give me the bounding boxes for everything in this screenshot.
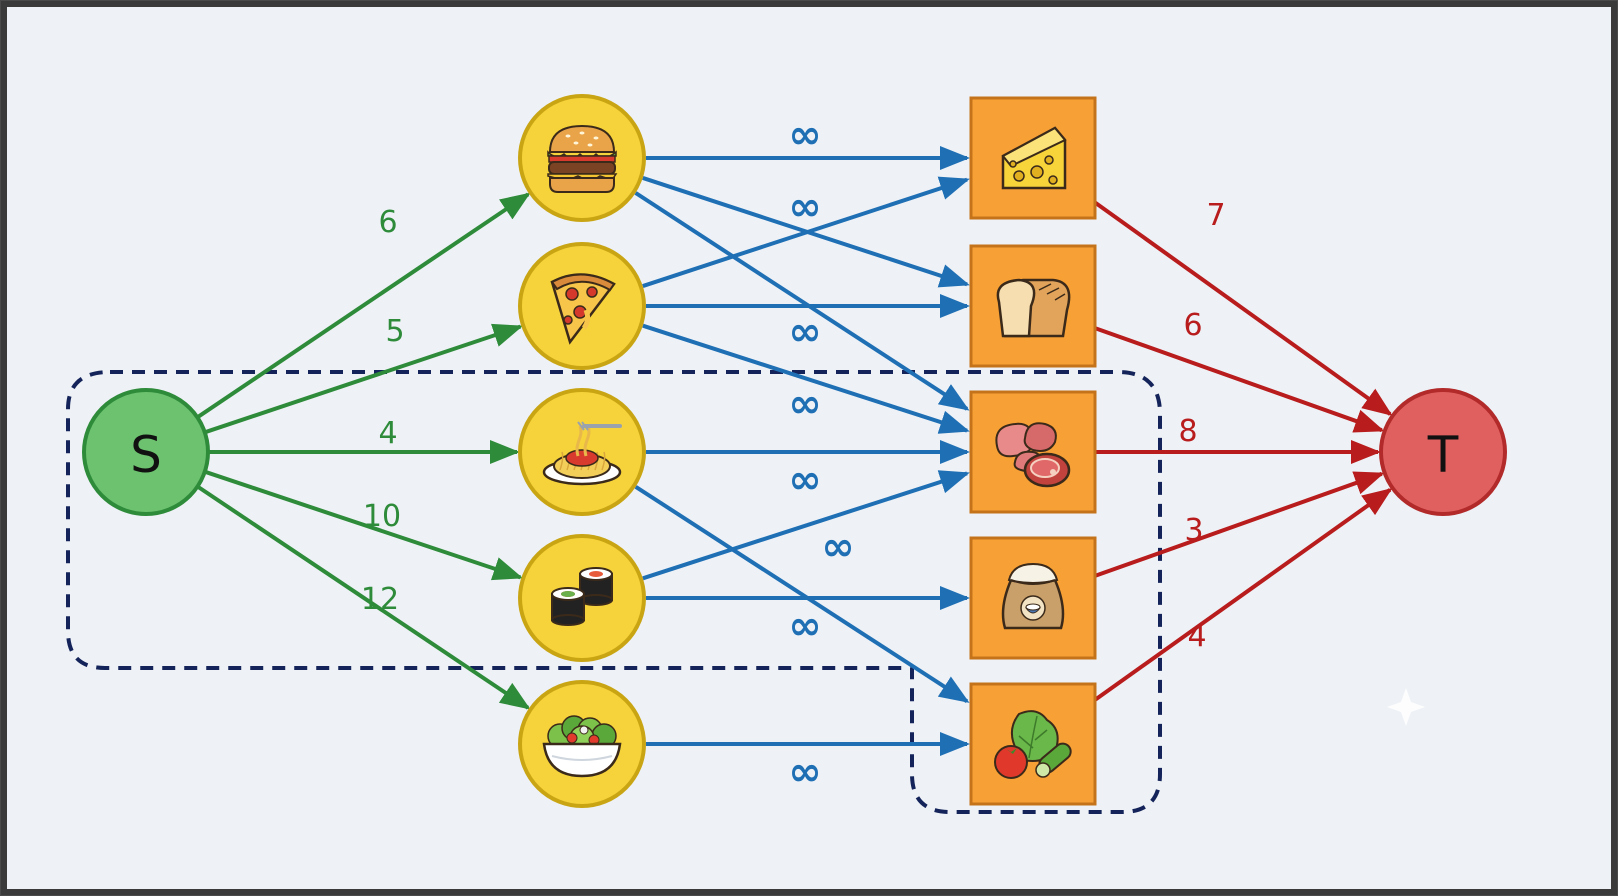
infinity-capacity-label: ∞ [788, 749, 821, 795]
edge-rice-sink [1094, 471, 1385, 578]
meat-icon [995, 422, 1071, 488]
edge-pizza-cheese [642, 176, 970, 288]
edge-source-pizza [204, 323, 524, 435]
infinity-capacity-label: ∞ [788, 184, 821, 230]
edge-capacity-label-cheese-t: 7 [1206, 198, 1225, 233]
edges-layer [196, 146, 1393, 756]
edge-capacity-label-s-salad: 12 [361, 582, 399, 617]
edge-pizza-meat [642, 323, 970, 434]
vegetables-icon [994, 710, 1072, 779]
dish-node-burger [518, 94, 646, 222]
edge-source-sushi [204, 469, 524, 581]
ingredient-node-meat [969, 390, 1097, 514]
sparkle-mark [1387, 688, 1425, 726]
infinity-capacity-label: ∞ [788, 112, 821, 158]
infinity-capacity-label: ∞ [788, 603, 821, 649]
rice-sack-icon [1001, 562, 1065, 630]
bread-loaf-icon [996, 278, 1071, 338]
pizza-slice-icon [550, 273, 616, 345]
ingredient-node-vegetables [969, 682, 1097, 806]
dish-node-pizza [518, 242, 646, 370]
infinity-capacity-label: ∞ [788, 309, 821, 355]
sink-node [1379, 388, 1507, 516]
edge-sushi-meat [642, 470, 970, 581]
edge-capacity-label-rice-t: 3 [1184, 513, 1203, 548]
edge-cheese-sink [1093, 200, 1393, 416]
edge-source-salad [196, 484, 531, 710]
cheese-icon [1001, 126, 1067, 190]
sink-node-label: T [1427, 426, 1459, 484]
dish-node-salad [518, 680, 646, 808]
edge-capacity-label-meat-t: 8 [1178, 414, 1197, 449]
infinity-capacity-label: ∞ [788, 457, 821, 503]
burger-icon [547, 124, 618, 193]
dish-node-spaghetti [518, 388, 646, 516]
min-cut-boundary [66, 370, 1162, 814]
edge-capacity-label-vegetables-t: 4 [1187, 619, 1206, 654]
source-node [82, 388, 210, 516]
ingredient-node-rice [969, 536, 1097, 660]
ingredient-node-bread [969, 244, 1097, 368]
edge-burger-meat [634, 191, 970, 411]
salad-bowl-icon [542, 715, 622, 778]
edge-vegetables-sink [1093, 487, 1393, 702]
ingredient-node-cheese [969, 96, 1097, 220]
infinity-capacity-label: ∞ [788, 381, 821, 427]
source-node-label: S [130, 426, 162, 484]
edge-capacity-label-bread-t: 6 [1183, 308, 1202, 343]
dish-node-sushi [518, 534, 646, 662]
infinity-capacity-label: ∞ [821, 524, 854, 570]
spaghetti-plate-icon [542, 421, 622, 486]
sushi-rolls-icon [551, 567, 613, 626]
nodes-layer [82, 94, 1507, 808]
edge-spaghetti-vegetables [634, 485, 970, 703]
edge-capacity-label-s-burger: 6 [378, 205, 397, 240]
edge-capacity-label-s-spaghetti: 4 [378, 416, 397, 451]
edge-source-burger [196, 192, 531, 419]
edge-capacity-label-s-pizza: 5 [385, 314, 404, 349]
edge-capacity-label-s-sushi: 10 [363, 499, 401, 534]
edge-bread-sink [1094, 326, 1385, 433]
